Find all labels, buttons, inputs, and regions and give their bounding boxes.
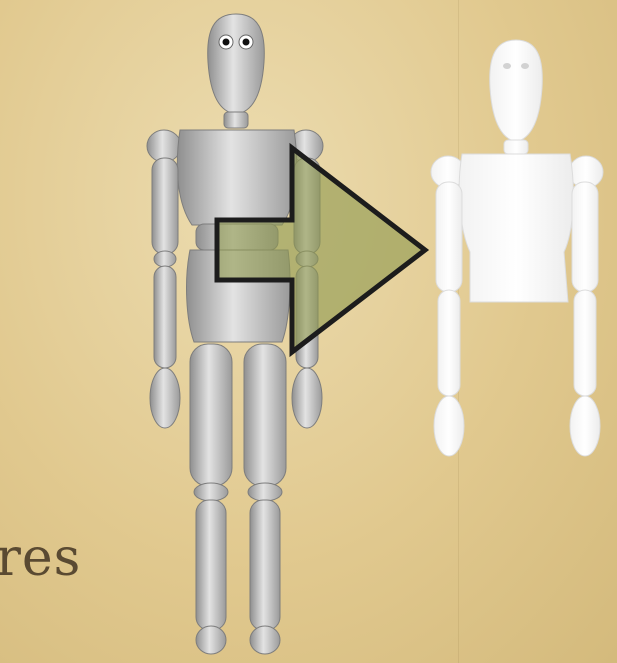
caption-text: res bbox=[0, 532, 81, 584]
segmented-upper-body bbox=[431, 40, 603, 456]
